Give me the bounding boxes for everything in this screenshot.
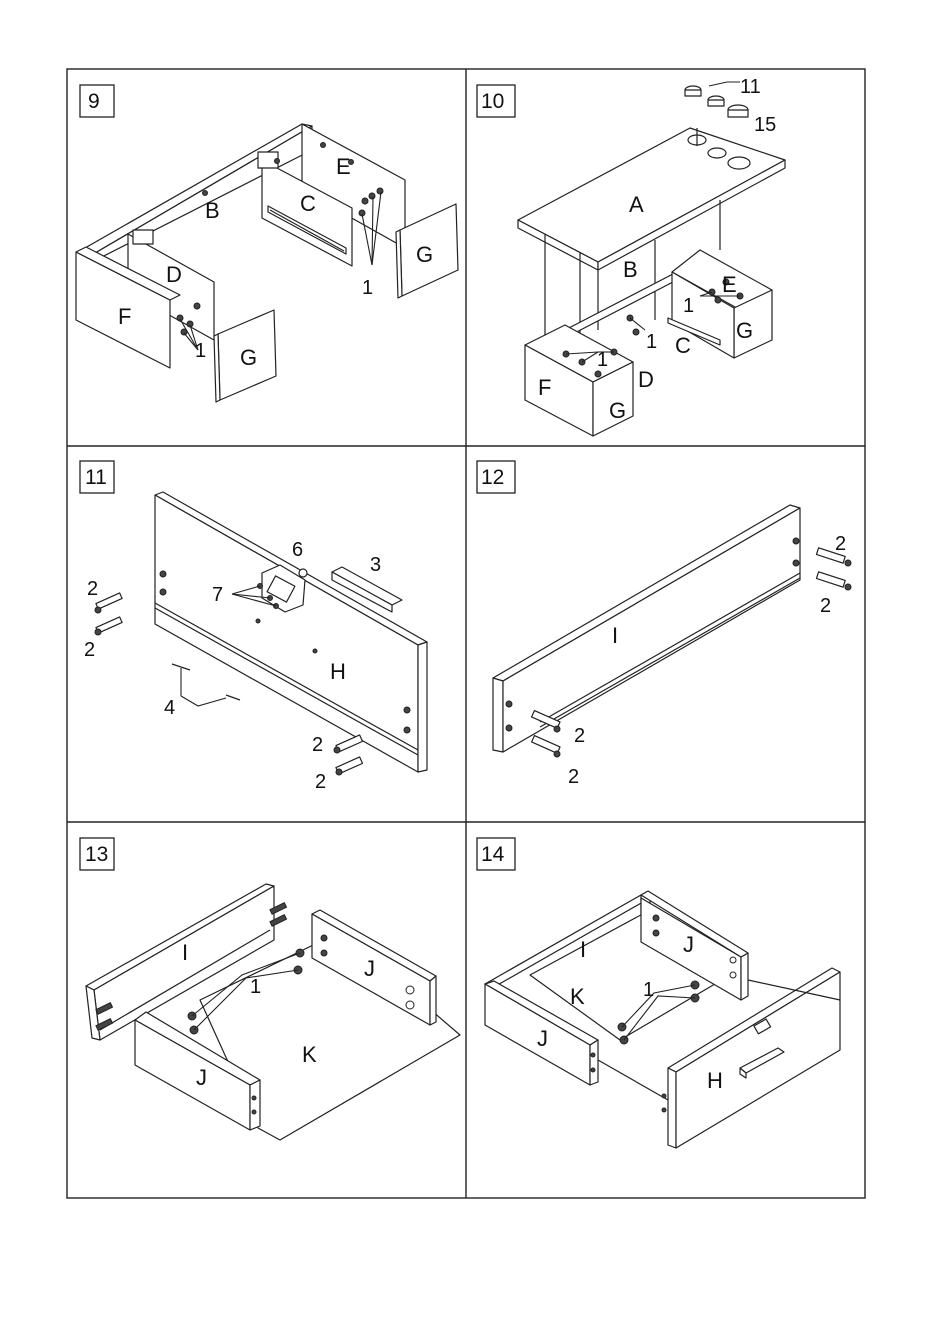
step-14-number: 14 [481, 843, 505, 866]
step-14-label-k: K [570, 984, 585, 1009]
step-9-number: 9 [88, 90, 100, 113]
step-9-label-c: C [300, 191, 316, 216]
step-13-callout-1: 1 [250, 976, 261, 998]
step-10-callout-1-left: 1 [597, 349, 608, 371]
step-10-callout-11: 11 [740, 76, 761, 98]
step-11-callout-2-top-left: 2 [87, 578, 98, 600]
step-14-callout-1: 1 [643, 979, 654, 1001]
step-12-number: 12 [481, 466, 504, 489]
step-10-label-d: D [638, 367, 654, 392]
step-10-label-e: E [722, 272, 737, 297]
step-12-callout-2-top-right: 2 [835, 533, 846, 555]
step-13-label-j-front: J [196, 1065, 207, 1090]
step-9-callout-1-right: 1 [362, 277, 373, 299]
step-12-label-i: I [612, 623, 618, 648]
step-10-callout-1-right: 1 [683, 295, 694, 317]
step-10-number: 10 [481, 90, 504, 113]
step-11-callout-4: 4 [164, 697, 175, 719]
step-11-callout-6: 6 [292, 539, 303, 561]
step-11-callout-2-bottom-right: 2 [315, 771, 326, 793]
step-9-label-e: E [336, 154, 351, 179]
step-10-callout-1-center: 1 [646, 331, 657, 353]
step-12-callout-2-bottom-right: 2 [820, 595, 831, 617]
step-14-label-h: H [707, 1068, 723, 1093]
step-9-label-d: D [166, 262, 182, 287]
step-11-callout-2-top-right: 2 [312, 734, 323, 756]
step-9-label-f: F [118, 304, 131, 329]
step-9-label-b: B [205, 198, 220, 223]
step-9-callout-1-left: 1 [195, 340, 206, 362]
step-11-callout-7: 7 [212, 584, 223, 606]
step-11-callout-2-bottom-left: 2 [84, 639, 95, 661]
step-14-label-j-right: J [683, 932, 694, 957]
step-11-label-h: H [330, 659, 346, 684]
step-13-label-j-right: J [364, 956, 375, 981]
step-10-label-c: C [675, 333, 691, 358]
step-10-label-g-right: G [736, 318, 753, 343]
step-11-callout-3: 3 [370, 554, 381, 576]
step-12-callout-2-top-left: 2 [574, 725, 585, 747]
step-14-label-j-front: J [537, 1026, 548, 1051]
step-9-label-g-right: G [416, 242, 433, 267]
step-10-label-f: F [538, 375, 551, 400]
step-10-label-b: B [623, 257, 638, 282]
step-13-number: 13 [85, 843, 108, 866]
step-9-label-g-left: G [240, 345, 257, 370]
step-10-callout-15: 15 [754, 114, 776, 136]
step-10-label-g-left: G [609, 398, 626, 423]
step-13-label-i: I [182, 940, 188, 965]
step-11-number: 11 [85, 466, 107, 489]
step-12-callout-2-bottom-left: 2 [568, 766, 579, 788]
step-13-label-k: K [302, 1042, 317, 1067]
step-10-label-a: A [629, 192, 644, 217]
step-14-label-i: I [580, 937, 586, 962]
